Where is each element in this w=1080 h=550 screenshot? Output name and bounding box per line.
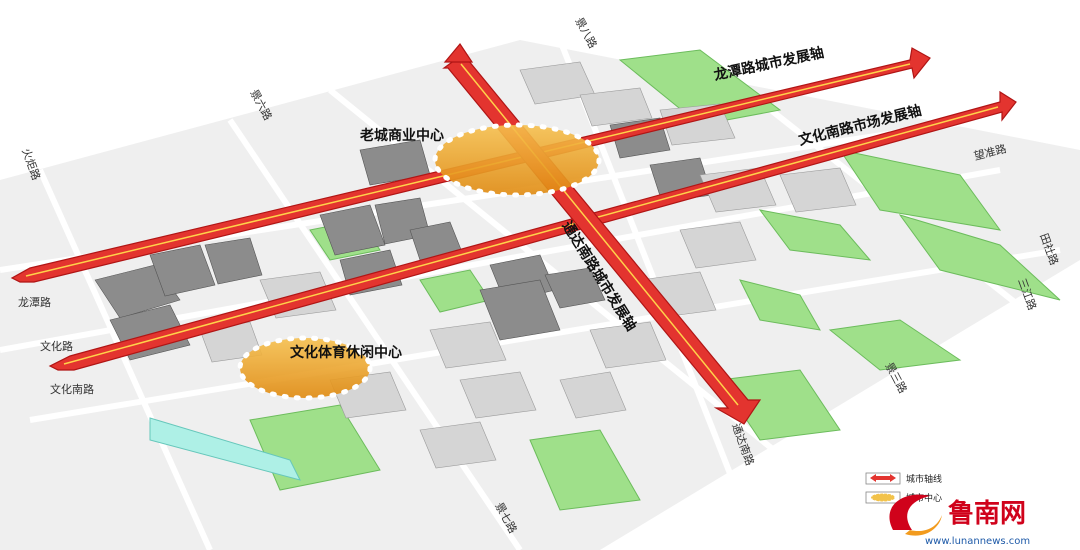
- water-channel: [149, 417, 301, 481]
- legend-axis-icon: [865, 472, 901, 485]
- center-old-city: [432, 122, 602, 198]
- brand-name: 鲁南网: [948, 499, 1026, 529]
- center-culture-sports: [237, 335, 373, 401]
- brand-logo-icon: [889, 494, 942, 536]
- street-label-wenhua: 文化路: [40, 339, 73, 353]
- legend-axis-label: 城市轴线: [906, 473, 942, 485]
- axis-label-longtan: 龙潭路城市发展轴: [711, 44, 825, 84]
- green-spaces: [249, 49, 1061, 511]
- buildings-dark: [94, 117, 713, 361]
- center-label-old-city: 老城商业中心: [360, 127, 444, 144]
- street-label-longtan: 龙潭路: [18, 296, 51, 309]
- axis-wenhua-nan: [48, 90, 1017, 371]
- center-label-culture-sports: 文化体育休闲中心: [290, 344, 402, 361]
- brand-url: www.lunannews.com: [925, 536, 1030, 547]
- brand-watermark: 鲁南网 www.lunannews.com: [889, 494, 1030, 547]
- legend-center-icon: [865, 491, 901, 504]
- street-label-jingba: 景八路: [572, 15, 599, 50]
- street-label-wenhua-nan: 文化南路: [50, 382, 94, 396]
